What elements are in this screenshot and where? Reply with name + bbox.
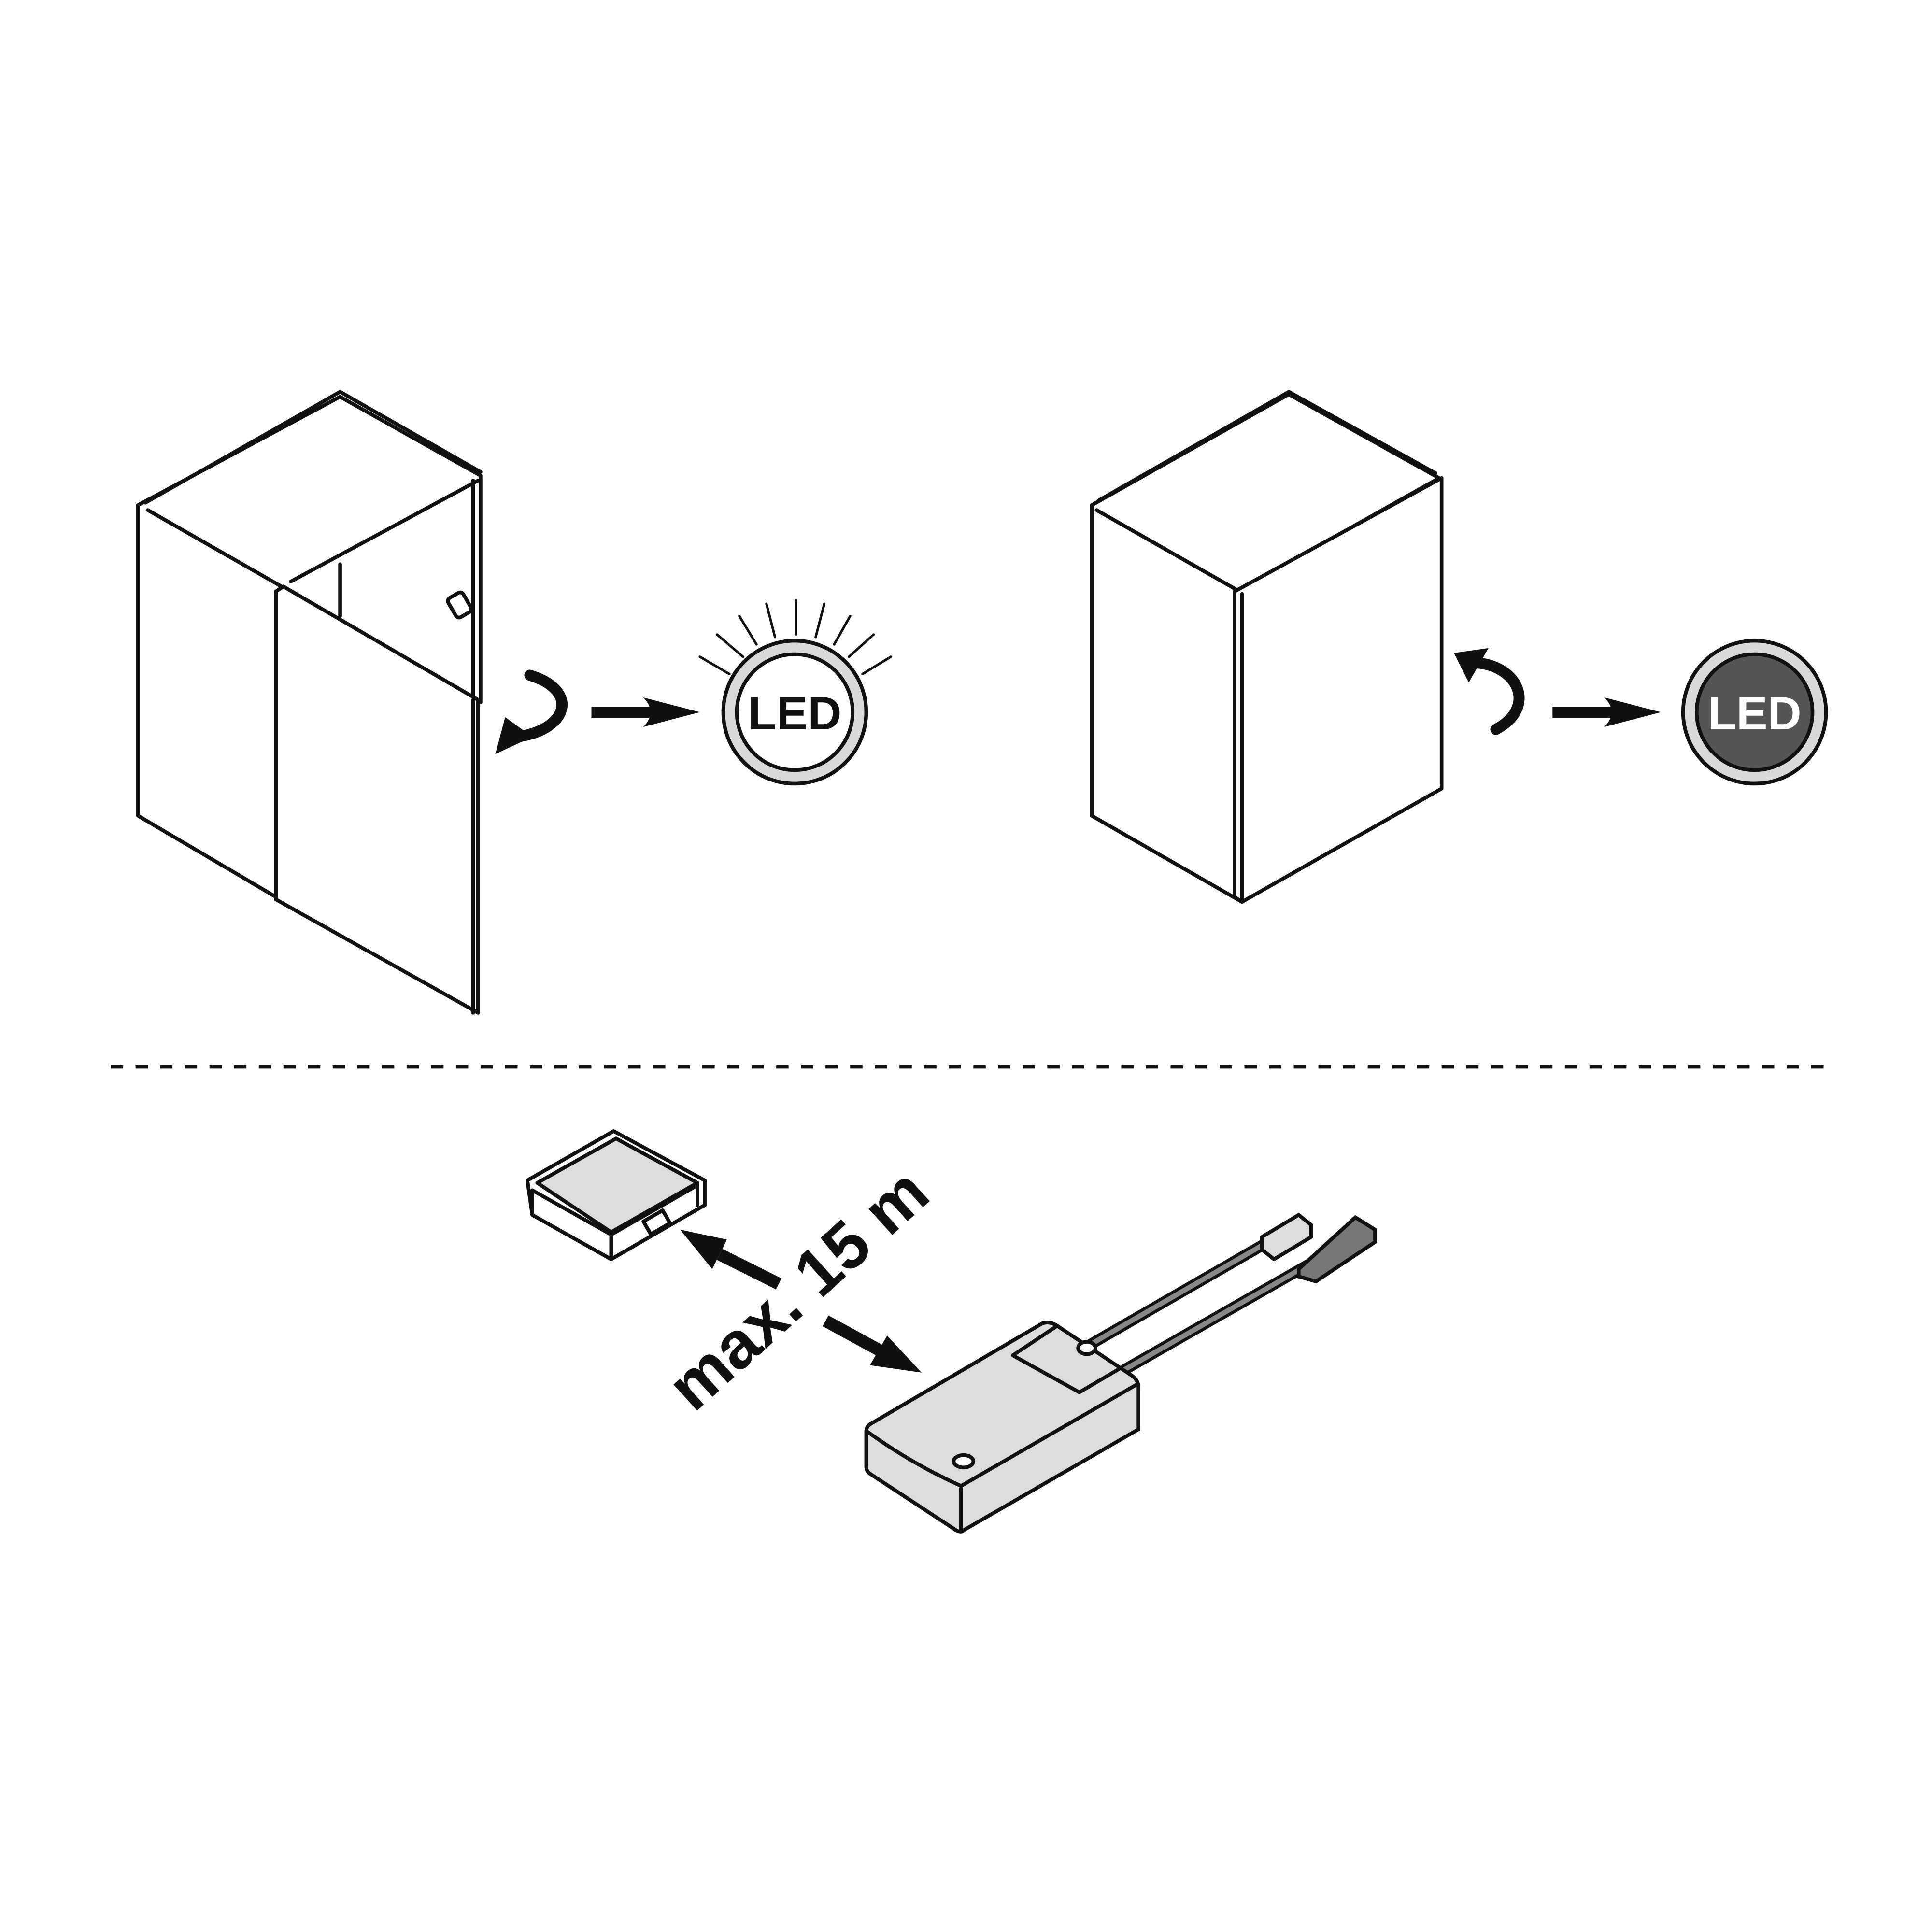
- connector-female-icon: [1260, 1213, 1313, 1261]
- door-open-arrow-icon: [511, 669, 568, 742]
- cabinet-door-closed: [1090, 390, 1444, 904]
- distance-arrow-down-icon: [823, 1315, 922, 1373]
- led-on-label: LED: [748, 687, 841, 739]
- led-on-indicator: LED: [698, 598, 892, 786]
- cables: [1081, 1213, 1377, 1375]
- connector-male-icon: [1296, 1215, 1377, 1284]
- status-led-icon: [952, 1453, 976, 1470]
- arrow-right-icon: [1552, 697, 1661, 727]
- cabinet-door-open: [136, 390, 483, 1015]
- led-off-indicator: LED: [1681, 639, 1828, 786]
- driver-box: [864, 1321, 1140, 1534]
- arrow-right-icon: [591, 697, 700, 727]
- door-close-arrow-icon: [1470, 657, 1525, 735]
- light-rays-icon: [698, 598, 892, 675]
- distance-arrow-up-icon: [680, 1229, 781, 1290]
- sensor-in-cabinet-icon: [446, 590, 473, 620]
- sensor-device: [526, 1129, 707, 1261]
- led-off-label: LED: [1708, 687, 1802, 739]
